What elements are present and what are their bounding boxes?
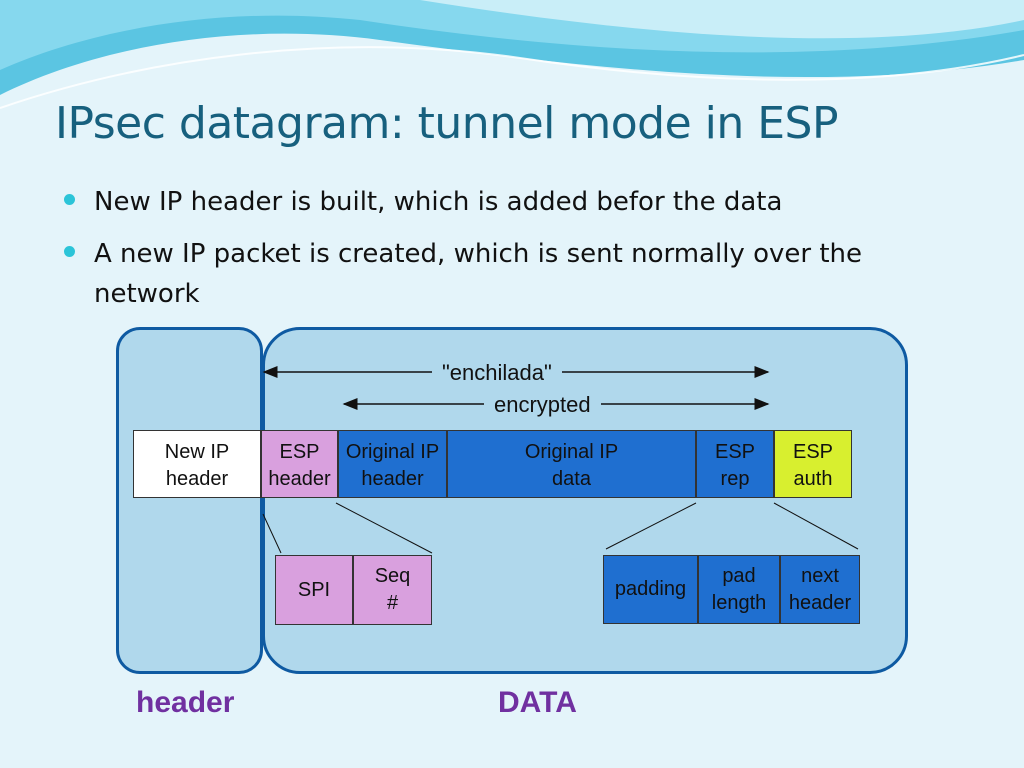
field-new-ip-header: New IP header xyxy=(133,430,261,498)
encrypted-label: encrypted xyxy=(484,392,601,418)
bullet-item: A new IP packet is created, which is sen… xyxy=(62,234,962,314)
enchilada-label: "enchilada" xyxy=(432,360,562,386)
bullet-item: New IP header is built, which is added b… xyxy=(62,182,962,222)
bullet-dot-icon xyxy=(64,194,75,205)
bullet-text: New IP header is built, which is added b… xyxy=(94,187,783,217)
bullet-list: New IP header is built, which is added b… xyxy=(62,182,962,326)
field-next-header: next header xyxy=(780,555,860,624)
field-original-ip-header: Original IP header xyxy=(338,430,447,498)
data-region-label: DATA xyxy=(498,686,577,719)
field-esp-rep: ESP rep xyxy=(696,430,774,498)
slide-title: IPsec datagram: tunnel mode in ESP xyxy=(55,98,839,149)
header-region xyxy=(116,327,263,674)
field-seq: Seq # xyxy=(353,555,432,625)
bullet-dot-icon xyxy=(64,246,75,257)
field-pad-length: pad length xyxy=(698,555,780,624)
header-wave-decoration xyxy=(0,0,1024,109)
bullet-text: A new IP packet is created, which is sen… xyxy=(94,239,862,309)
field-padding: padding xyxy=(603,555,698,624)
field-esp-header: ESP header xyxy=(261,430,338,498)
field-original-ip-data: Original IP data xyxy=(447,430,696,498)
header-region-label: header xyxy=(136,686,235,719)
field-spi: SPI xyxy=(275,555,353,625)
field-esp-auth: ESP auth xyxy=(774,430,852,498)
